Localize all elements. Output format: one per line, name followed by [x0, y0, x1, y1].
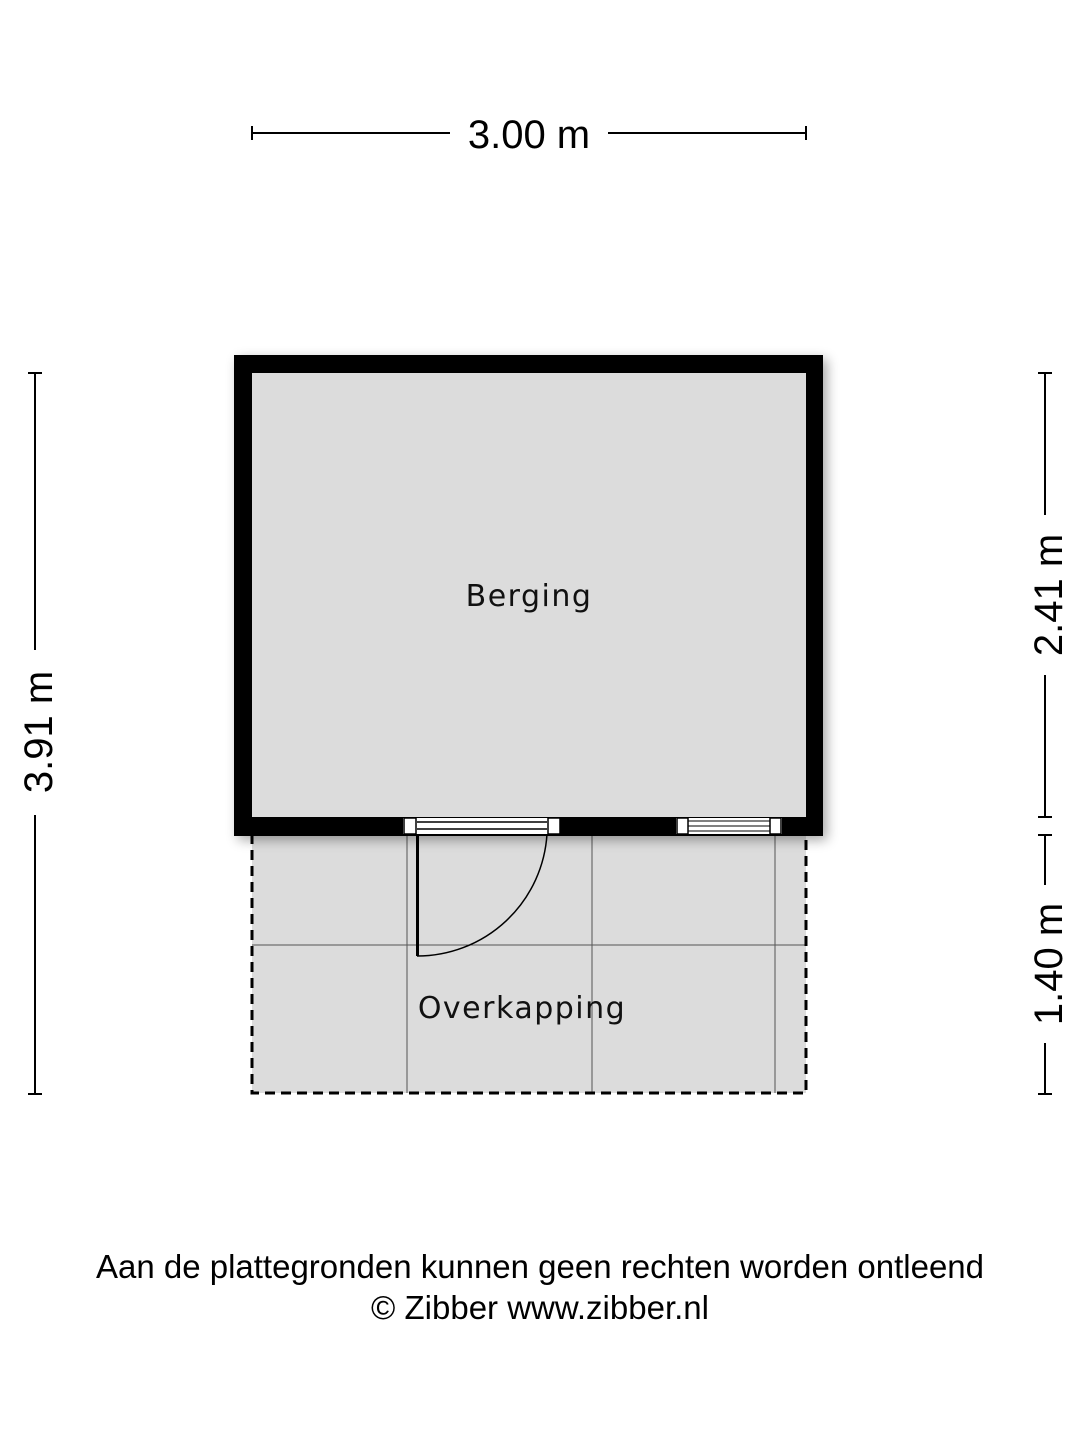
dimension-width-label: 3.00 m: [468, 113, 590, 157]
door: [403, 817, 561, 957]
overkapping-area: [250, 834, 808, 1095]
dimension-overkapping-height-label: 1.40 m: [1027, 903, 1071, 1025]
berging-room: [234, 355, 823, 836]
dimension-width-top: 3.00 m: [251, 113, 807, 157]
window: [676, 817, 782, 835]
dimension-berging-height-label: 2.41 m: [1027, 534, 1071, 656]
dimension-height-left-label: 3.91 m: [17, 671, 61, 793]
dimension-height-left: 3.91 m: [17, 372, 61, 1095]
disclaimer-text: Aan de plattegronden kunnen geen rechten…: [95, 1248, 985, 1285]
copyright-text: © Zibber www.zibber.nl: [371, 1289, 709, 1326]
room-label-berging: Berging: [466, 579, 593, 614]
dimension-height-right: 2.41 m 1.40 m: [1027, 372, 1071, 1095]
room-label-overkapping: Overkapping: [418, 991, 626, 1026]
